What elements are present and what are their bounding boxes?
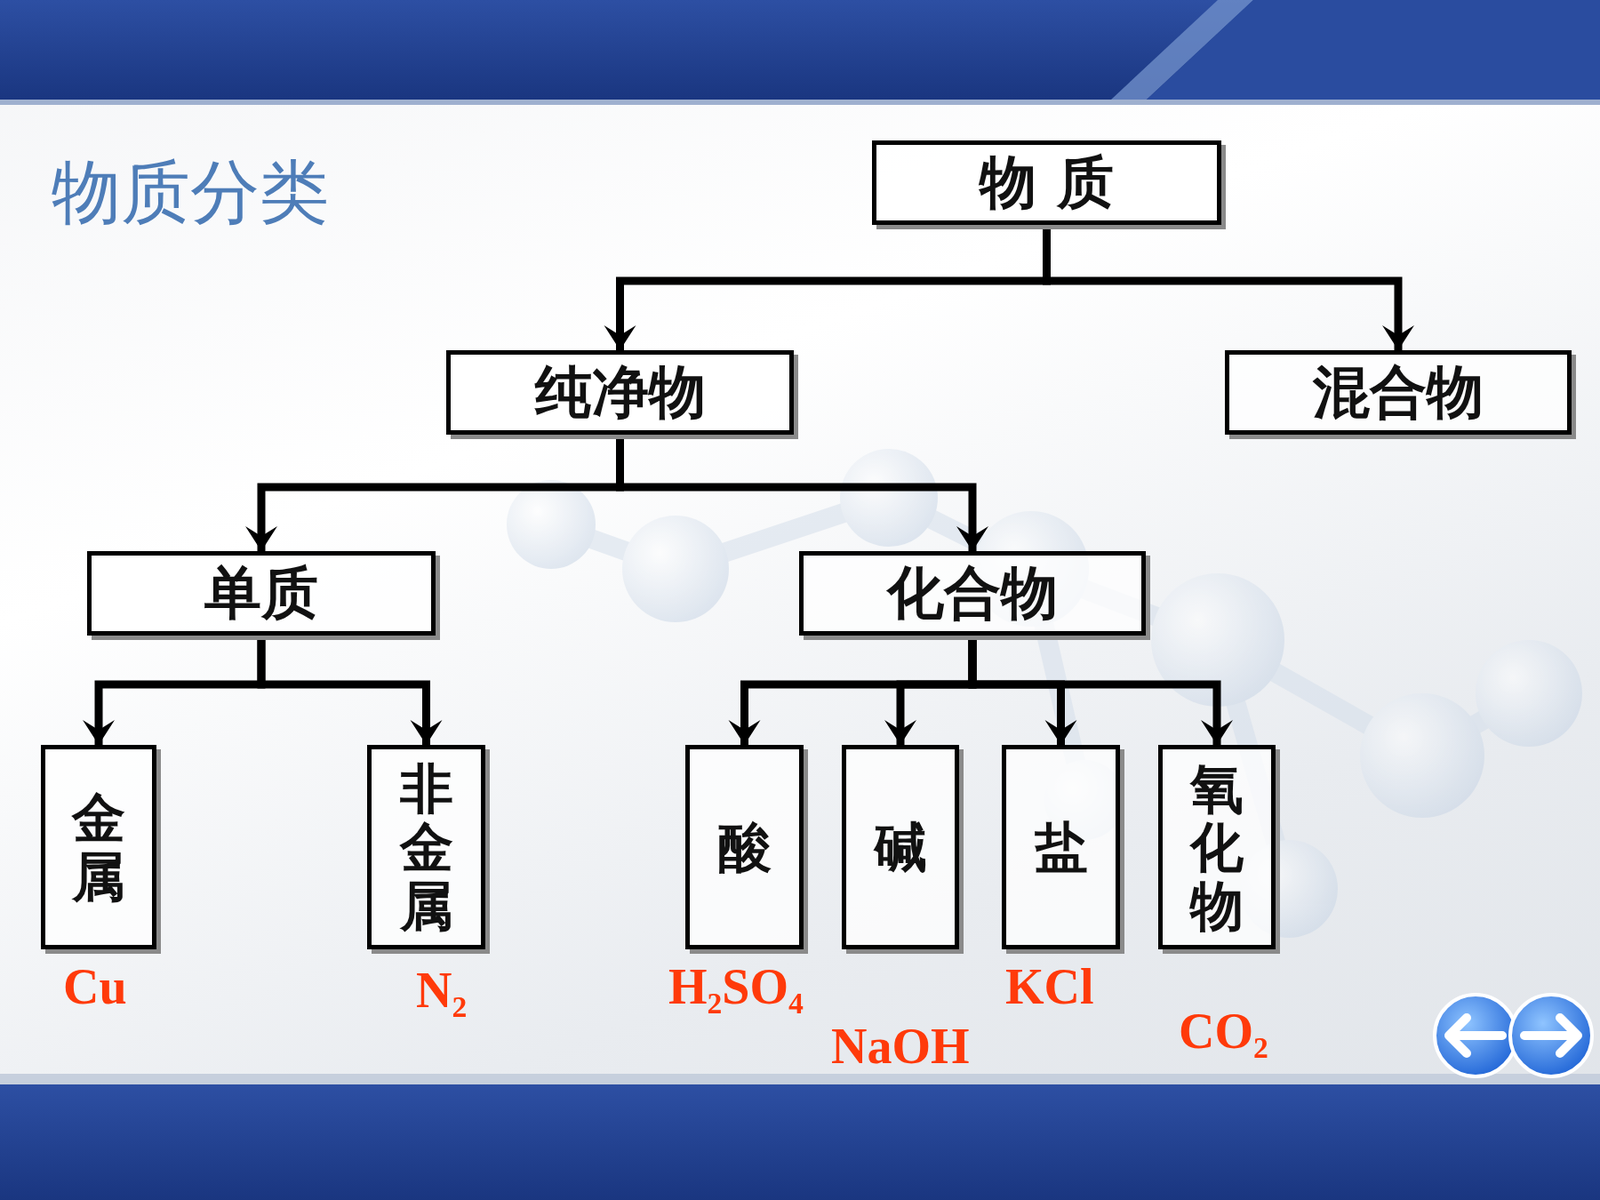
arrow-head: [82, 720, 115, 745]
connector-line: [620, 224, 1048, 351]
tree-connector: [82, 635, 262, 745]
tree-connector: [884, 635, 973, 745]
category-box: 混合物: [1224, 350, 1572, 435]
connector-line: [261, 434, 621, 552]
example-formula: NaOH: [831, 1017, 970, 1075]
tree-connector: [245, 434, 621, 552]
node-label: 酸: [718, 817, 772, 877]
example-formula: KCl: [1005, 958, 1095, 1016]
node-label: 单质: [204, 561, 319, 624]
arrow-head: [245, 526, 278, 552]
nav-buttons: [1434, 994, 1592, 1077]
arrow-head: [884, 720, 917, 745]
category-box: 单质: [87, 551, 436, 636]
arrow-head: [956, 526, 989, 552]
category-column-box: 非金属: [367, 744, 486, 950]
example-formula: Cu: [63, 958, 128, 1016]
example-formula: N₂: [416, 961, 467, 1019]
node-label: 金属: [72, 788, 126, 906]
connector-line: [261, 635, 427, 745]
category-box: 化合物: [799, 551, 1146, 636]
tree-connector: [1047, 224, 1416, 351]
connector-line: [98, 635, 262, 745]
node-label: 化合物: [887, 561, 1058, 624]
footer-band: [0, 1073, 1600, 1200]
category-column-box: 氧化物: [1158, 744, 1276, 950]
arrow-head: [410, 720, 443, 745]
slide-title: 物质分类: [51, 146, 329, 240]
node-label: 非金属: [400, 759, 454, 936]
tree-connector: [972, 635, 1078, 745]
tree-connector: [620, 434, 990, 552]
node-label: 混合物: [1312, 360, 1484, 424]
node-label: 物 质: [979, 151, 1113, 214]
tree-connector: [972, 635, 1233, 745]
arrow-head: [1200, 720, 1233, 745]
connector-line: [744, 635, 974, 745]
node-label: 纯净物: [535, 360, 706, 424]
arrow-head: [1382, 325, 1415, 351]
node-label: 碱: [873, 817, 928, 877]
category-column-box: 酸: [685, 744, 804, 950]
connector-line: [972, 635, 1062, 745]
category-column-box: 碱: [841, 744, 960, 950]
tree-connector: [728, 635, 974, 745]
arrow-head: [604, 325, 637, 351]
tree-connector: [261, 635, 443, 745]
connector-line: [1047, 224, 1400, 351]
category-box: 物 质: [872, 140, 1222, 225]
node-label: 氧化物: [1190, 759, 1244, 936]
arrow-head: [1045, 720, 1078, 745]
category-box: 纯净物: [446, 350, 794, 435]
tree-connector: [604, 224, 1048, 351]
category-column-box: 金属: [40, 744, 157, 950]
connector-line: [620, 434, 974, 552]
connector-line: [900, 635, 973, 745]
connector-line: [972, 635, 1217, 745]
example-formula: CO₂: [1178, 1002, 1269, 1060]
header-band: [0, 0, 1600, 105]
molecule-decoration: [506, 448, 1583, 938]
node-label: 盐: [1034, 817, 1088, 877]
example-formula: H₂SO₄: [668, 958, 804, 1016]
arrow-head: [728, 720, 761, 745]
category-column-box: 盐: [1001, 744, 1120, 950]
